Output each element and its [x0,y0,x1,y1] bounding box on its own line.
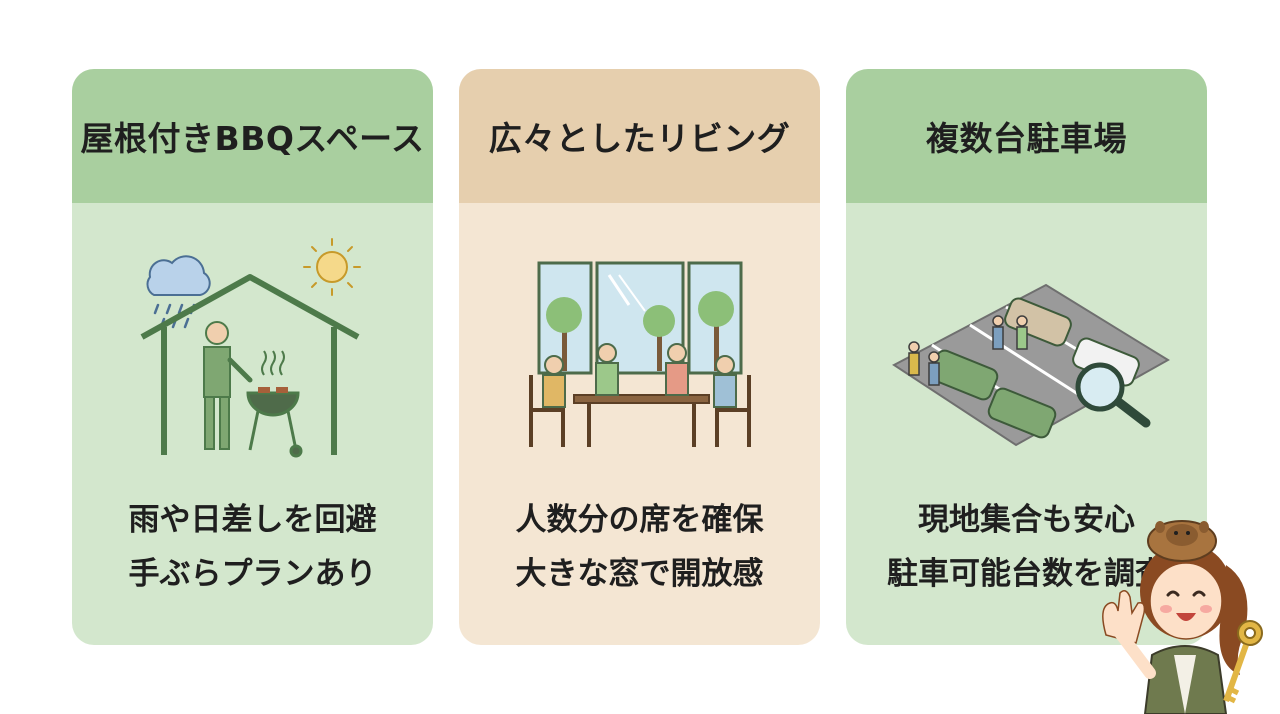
card-description: 現地集合も安心 駐車可能台数を調査 [846,493,1207,601]
card-body: 雨や日差しを回避 手ぶらプランあり [72,203,433,645]
rain-cloud-icon [146,255,211,329]
card-description: 雨や日差しを回避 手ぶらプランあり [72,493,433,601]
card-title: 屋根付きBBQスペース [72,69,433,203]
feature-card-living: 広々としたリビング [459,69,820,645]
sun-icon [303,238,361,296]
covered-bbq-illustration [140,238,361,458]
parking-lot-illustration [892,283,1170,447]
magnifier-icon [1075,362,1151,428]
tree-icon [546,291,734,371]
car-icon [929,297,1140,439]
people-icon [542,343,737,408]
card-line-2: 大きな窓で開放感 [515,556,764,592]
key-icon [1223,620,1263,704]
card-description: 人数分の席を確保 大きな窓で開放感 [459,493,820,601]
card-title: 広々としたリビング [459,69,820,203]
living-room-illustration [529,261,751,447]
card-line-2: 駐車可能台数を調査 [887,556,1166,592]
feature-card-parking: 複数台駐車場 [846,69,1207,645]
card-body: 人数分の席を確保 大きな窓で開放感 [459,203,820,645]
grill-icon [246,350,303,458]
card-line-1: 現地集合も安心 [918,502,1135,538]
card-line-2: 手ぶらプランあり [128,556,377,592]
mascot-guide-character [1102,520,1263,714]
card-line-1: 人数分の席を確保 [515,502,764,538]
card-line-1: 雨や日差しを回避 [128,502,377,538]
people-icon [908,315,1028,386]
card-title: 複数台駐車場 [846,69,1207,203]
feature-card-bbq: 屋根付きBBQスペース [72,69,433,645]
